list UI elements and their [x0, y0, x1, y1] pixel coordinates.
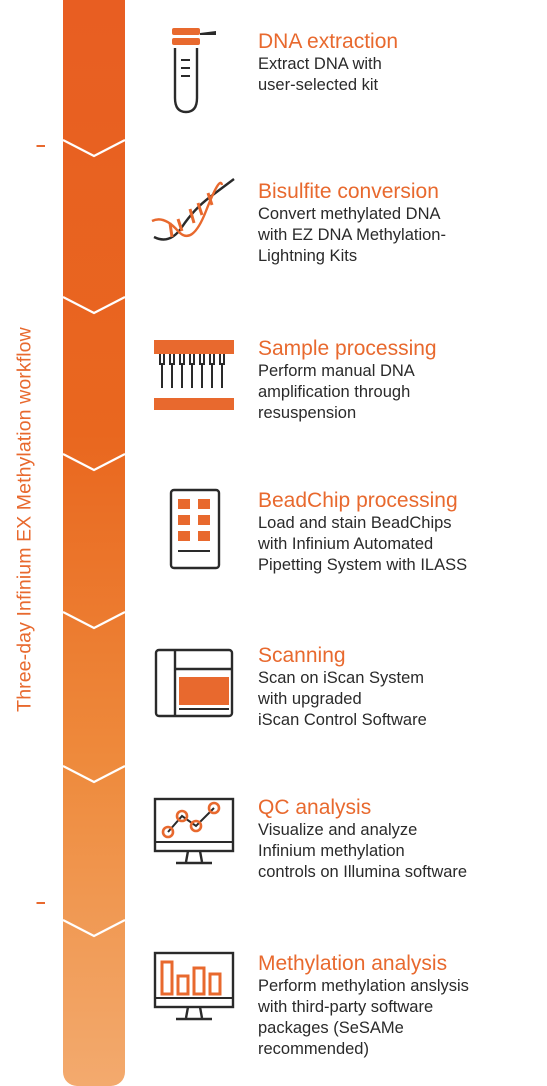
chevron-down-icon [63, 764, 125, 786]
step-description: Perform methylation anslysis with third-… [258, 977, 469, 1058]
step-description: Convert methylated DNA with EZ DNA Methy… [258, 205, 446, 265]
step-bisulfite-conversion: Bisulfite conversion Convert methylated … [258, 180, 547, 267]
step-description: Perform manual DNA amplification through… [258, 362, 415, 422]
chevron-down-icon [63, 295, 125, 317]
step-title: BeadChip processing [258, 489, 458, 512]
step-title: QC analysis [258, 796, 372, 819]
step-description: Load and stain BeadChips with Infinium A… [258, 514, 468, 574]
step-title: Scanning [258, 644, 346, 667]
step-title: DNA extraction [258, 30, 399, 53]
monitor-line-chart-icon [152, 796, 242, 877]
step-qc-analysis: QC analysis Visualize and analyze Infini… [258, 796, 547, 883]
step-dna-extraction: DNA extraction Extract DNA with user-sel… [258, 30, 547, 96]
step-description: Scan on iScan System with upgraded iScan… [258, 669, 427, 729]
scanner-icon [153, 647, 239, 726]
dna-helix-icon [150, 175, 236, 255]
step-beadchip-processing: BeadChip processing Load and stain BeadC… [258, 489, 547, 576]
timeline-bar [63, 0, 125, 1086]
chevron-down-icon [63, 610, 125, 632]
step-scanning: Scanning Scan on iScan System with upgra… [258, 644, 547, 731]
beadchip-icon [168, 487, 224, 578]
step-title: Bisulfite conversion [258, 180, 439, 203]
tube-icon [168, 26, 220, 121]
step-description: Visualize and analyze Infinium methylati… [258, 821, 468, 881]
chevron-down-icon [63, 918, 125, 940]
workflow-label: Three-day Infinium EX Methylation workfl… [13, 124, 37, 915]
chevron-down-icon [63, 452, 125, 474]
step-sample-processing: Sample processing Perform manual DNA amp… [258, 337, 547, 424]
step-title: Methylation analysis [258, 952, 448, 975]
chevron-down-icon [63, 138, 125, 160]
step-title: Sample processing [258, 337, 437, 360]
multichannel-pipette-icon [150, 338, 238, 419]
step-methylation-analysis: Methylation analysis Perform methylation… [258, 952, 547, 1060]
step-description: Extract DNA with user-selected kit [258, 55, 382, 94]
monitor-bar-chart-icon [152, 950, 242, 1035]
